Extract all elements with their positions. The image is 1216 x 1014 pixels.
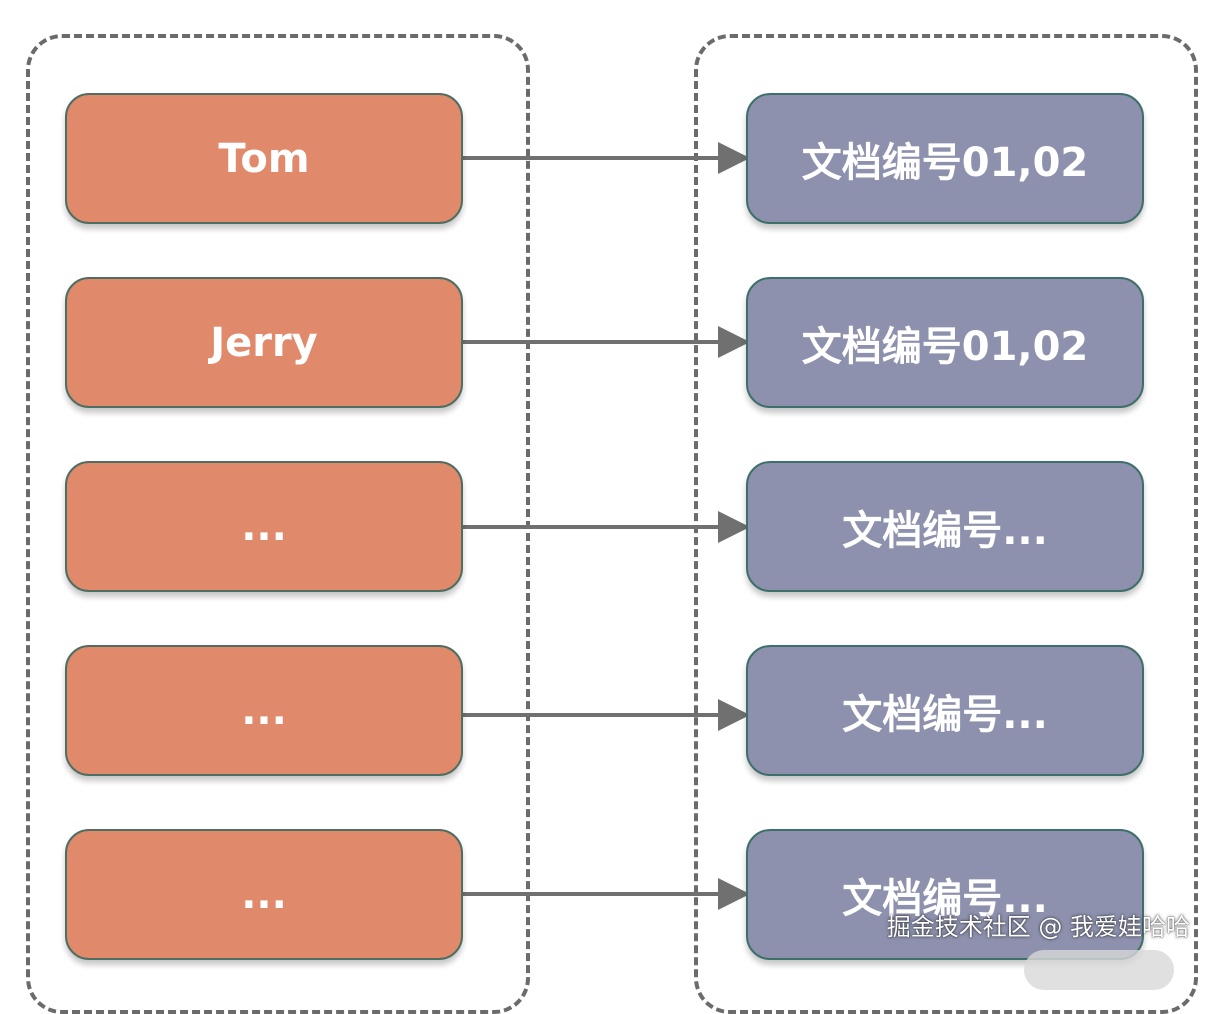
watermark-chip <box>1024 950 1174 990</box>
posting-node: 文档编号01,02 <box>746 93 1144 224</box>
posting-node: 文档编号... <box>746 829 1144 960</box>
term-label: Tom <box>218 135 310 182</box>
term-node-ellipsis: ... <box>65 461 463 592</box>
posting-node: 文档编号... <box>746 645 1144 776</box>
posting-label: 文档编号... <box>842 875 1048 922</box>
term-node-tom: Tom <box>65 93 463 224</box>
inverted-index-diagram: Tom Jerry ... ... ... 文档编号01,02 文档编号01,0… <box>26 34 1198 1014</box>
term-label: ... <box>241 687 287 734</box>
posting-label: 文档编号... <box>842 691 1048 738</box>
term-label: Jerry <box>210 319 318 366</box>
posting-label: 文档编号01,02 <box>801 139 1089 186</box>
posting-node: 文档编号... <box>746 461 1144 592</box>
posting-node: 文档编号01,02 <box>746 277 1144 408</box>
term-label: ... <box>241 871 287 918</box>
term-node-ellipsis: ... <box>65 829 463 960</box>
term-node-ellipsis: ... <box>65 645 463 776</box>
watermark-text: 掘金技术社区 @ 我爱娃哈哈 <box>886 913 1190 941</box>
term-node-jerry: Jerry <box>65 277 463 408</box>
posting-label: 文档编号01,02 <box>801 323 1089 370</box>
posting-label: 文档编号... <box>842 507 1048 554</box>
term-label: ... <box>241 503 287 550</box>
